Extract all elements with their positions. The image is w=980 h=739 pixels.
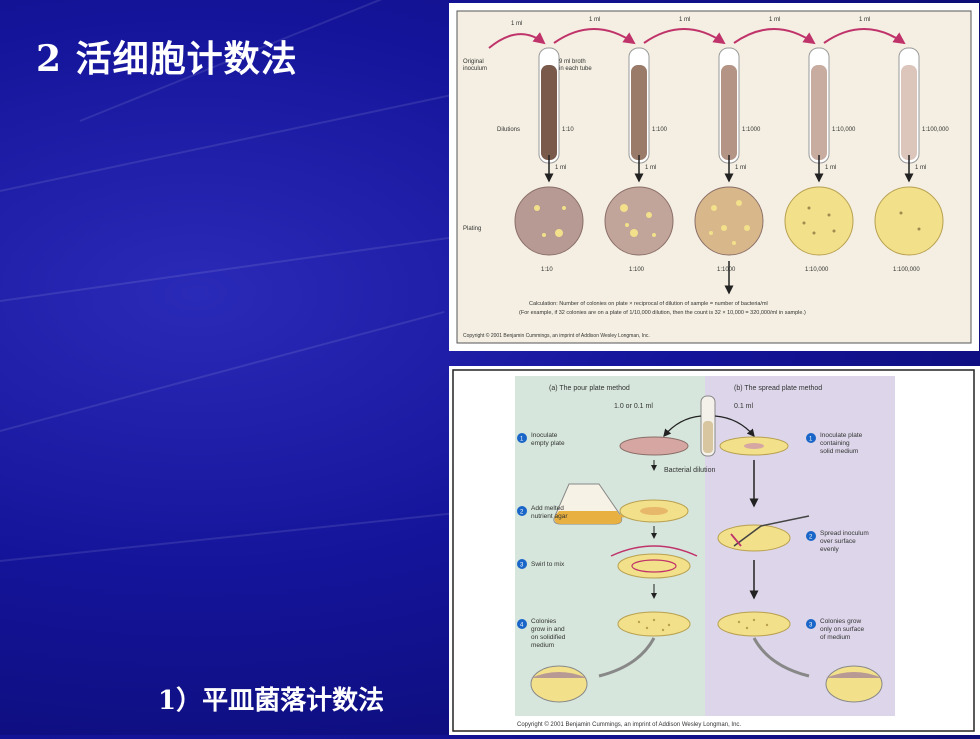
- transfer-label: 1 ml: [589, 17, 600, 23]
- plate-dilution-label: 1:1000: [717, 267, 736, 273]
- spread-step-text: evenly: [820, 546, 840, 553]
- transfer-label: 1 ml: [735, 165, 746, 171]
- plate-methods-diagram: (a) The pour plate method (b) The spread…: [452, 369, 975, 732]
- transfer-label: 1 ml: [825, 165, 836, 171]
- bg-streak: [0, 235, 456, 302]
- broth-label: in each tube: [559, 66, 592, 72]
- step-number: 4: [520, 623, 524, 629]
- transfer-label: 1 ml: [645, 165, 656, 171]
- dilution-ratio: 1:10,000: [832, 127, 856, 133]
- pour-volume-label: 1.0 or 0.1 ml: [614, 403, 653, 410]
- plate-dilution-label: 1:10: [541, 267, 553, 273]
- pour-step-text: Inoculate: [531, 432, 558, 439]
- spread-step-text: Colonies grow: [820, 618, 861, 625]
- transfer-label: 1 ml: [915, 165, 926, 171]
- slide-subtitle: 1）平皿菌落计数法: [158, 686, 385, 716]
- plate-dilution-label: 1:100: [629, 267, 645, 273]
- cross-section-arrow: [752, 637, 810, 678]
- test-tube: [898, 47, 920, 164]
- slide-title: 2 活细胞计数法: [36, 38, 298, 80]
- calculation-text: Calculation: Number of colonies on plate…: [529, 301, 768, 307]
- transfer-label: 1 ml: [679, 17, 690, 23]
- swirl-plate: [617, 553, 691, 579]
- spreader-icon: [733, 515, 810, 547]
- copyright-text: Copyright © 2001 Benjamin Cummings, an i…: [517, 721, 741, 728]
- plate-dilution-label: 1:10,000: [805, 267, 829, 273]
- step-number: 1: [520, 437, 524, 443]
- plating-label: Plating: [463, 226, 481, 232]
- pour-step-text: medium: [531, 642, 554, 649]
- step-number: 1: [809, 437, 813, 443]
- petri-plate: [604, 186, 674, 256]
- pour-cross-section: [530, 665, 588, 703]
- step-number: 2: [520, 510, 524, 516]
- spread-step-text: Inoculate plate: [820, 432, 863, 439]
- transfer-arrows: [488, 28, 906, 49]
- pour-step-text: nutrient agar: [531, 513, 568, 520]
- petri-plate: [694, 186, 764, 256]
- spread-method-title: (b) The spread plate method: [734, 385, 822, 392]
- dilution-ratio: 1:100: [652, 127, 668, 133]
- bg-streak: [0, 94, 451, 192]
- dilution-tube: [700, 395, 716, 457]
- broth-label: 9 ml broth: [559, 59, 586, 65]
- bg-streak: [0, 511, 458, 562]
- pour-step-text: Colonies: [531, 618, 557, 625]
- test-tube: [808, 47, 830, 164]
- transfer-label: 1 ml: [859, 17, 870, 23]
- serial-dilution-figure: 1 ml 1 ml 1 ml 1 ml 1 ml Original inocul…: [449, 3, 979, 351]
- step-number: 3: [520, 563, 524, 569]
- plating-arrows: [544, 155, 914, 183]
- original-inoculum-label: inoculum: [463, 66, 487, 72]
- pour-step-text: Add melted: [531, 505, 564, 512]
- surface-colony-plate: [717, 611, 791, 637]
- dilution-ratio: 1:10: [562, 127, 574, 133]
- transfer-label: 1 ml: [769, 17, 780, 23]
- bg-streak: [0, 310, 445, 432]
- calculation-example: (For example, if 32 colonies are on a pl…: [519, 310, 806, 316]
- plate-methods-figure: (a) The pour plate method (b) The spread…: [449, 366, 980, 735]
- copyright-text: Copyright © 2001 Benjamin Cummings, an i…: [463, 332, 650, 339]
- empty-plate: [619, 436, 689, 456]
- transfer-label: 1 ml: [511, 21, 522, 27]
- spread-step-text: over surface: [820, 538, 856, 545]
- pour-step-text: empty plate: [531, 440, 565, 447]
- step-number: 2: [809, 535, 813, 541]
- spread-volume-label: 0.1 ml: [734, 403, 754, 410]
- spread-step-text: Spread inoculum: [820, 530, 869, 537]
- petri-plate: [514, 186, 584, 256]
- dilution-ratio: 1:1000: [742, 127, 761, 133]
- test-tube: [538, 47, 560, 164]
- cross-section-arrow: [598, 637, 656, 678]
- step-number: 3: [809, 623, 813, 629]
- pour-step-text: grow in and: [531, 626, 565, 633]
- bacterial-dilution-label: Bacterial dilution: [664, 467, 715, 474]
- petri-plate: [874, 186, 944, 256]
- petri-plate: [784, 186, 854, 256]
- dilution-ratio: 1:100,000: [922, 127, 949, 133]
- pour-plate-panel: [515, 376, 705, 716]
- pour-step-text: Swirl to mix: [531, 561, 565, 568]
- petri-plates: [514, 186, 944, 256]
- spread-step-text: containing: [820, 440, 850, 447]
- spread-cross-section: [825, 665, 883, 703]
- colony-plate: [617, 611, 691, 637]
- pour-step-text: on solidified: [531, 634, 566, 641]
- plate-dilution-label: 1:100,000: [893, 267, 920, 273]
- test-tube: [628, 47, 650, 164]
- test-tube: [718, 47, 740, 164]
- serial-dilution-diagram: 1 ml 1 ml 1 ml 1 ml 1 ml Original inocul…: [456, 10, 972, 344]
- pour-method-title: (a) The pour plate method: [549, 385, 630, 392]
- spread-step-text: solid medium: [820, 448, 858, 455]
- original-inoculum-label: Original: [463, 59, 484, 65]
- spread-step-text: of medium: [820, 634, 850, 641]
- dilutions-label: Dilutions: [497, 127, 520, 133]
- transfer-label: 1 ml: [555, 165, 566, 171]
- spread-step-text: only on surface: [820, 626, 864, 633]
- agar-flask: [553, 483, 651, 525]
- spread-plate: [717, 524, 791, 552]
